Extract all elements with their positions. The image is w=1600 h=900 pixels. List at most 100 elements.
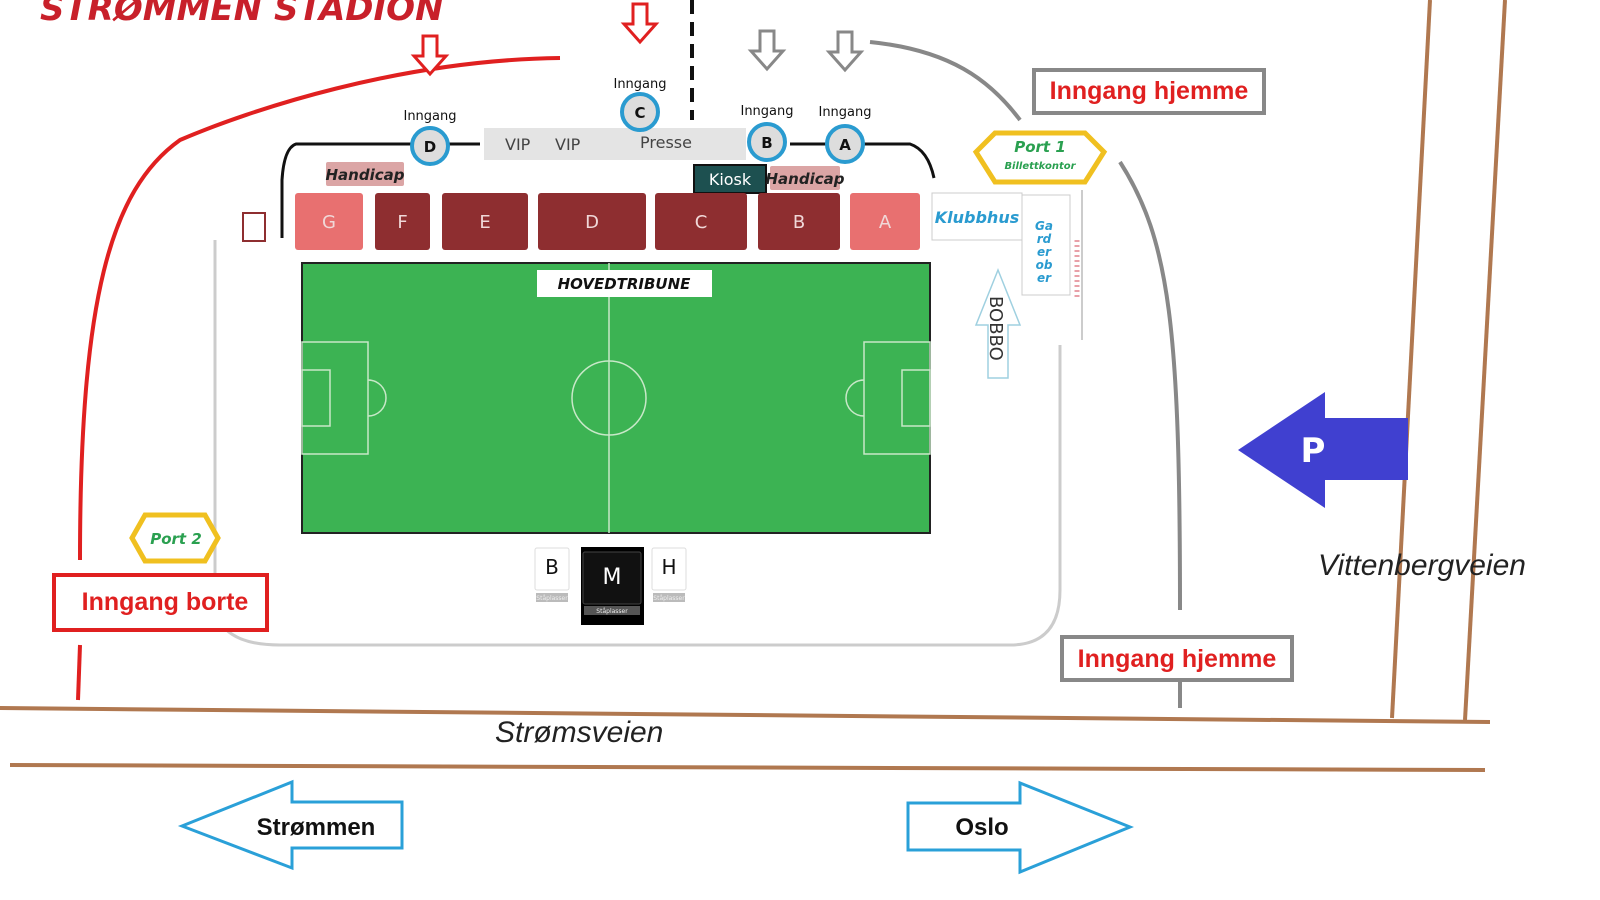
- garderober-label: ob: [1036, 258, 1053, 272]
- parking-label: P: [1301, 431, 1326, 471]
- entrance-arrow-icon: [825, 30, 865, 73]
- garderober-label: Ga: [1035, 219, 1053, 233]
- gate-letter: B: [761, 134, 772, 152]
- standing-caption-bg: [536, 593, 568, 602]
- garderober-label: er: [1037, 271, 1052, 285]
- main-stand-wall-right: [790, 142, 936, 179]
- gate-letter: D: [424, 138, 436, 156]
- seating-section-a: [850, 193, 920, 250]
- side-road-edge-left: [1390, 0, 1432, 719]
- direction-arrow-strommen-icon: [177, 779, 404, 871]
- penalty-arc-left: [367, 379, 387, 417]
- entrance-arrow-icon: [620, 2, 660, 45]
- seating-section-b: [758, 193, 840, 250]
- penalty-arc-right: [845, 379, 865, 417]
- gate-letter: C: [634, 104, 645, 122]
- standing-area-h: H Ståplasser: [651, 547, 687, 602]
- inngang-hjemme-top-label: Inngang hjemme: [1050, 77, 1249, 105]
- standing-letter: H: [661, 555, 676, 579]
- entrance-arrow-icon: [410, 34, 450, 77]
- standing-caption: Ståplasser: [653, 595, 685, 602]
- vip-press-bar: [484, 128, 746, 160]
- section-label: D: [585, 212, 599, 233]
- away-route-line-lower: [76, 644, 82, 701]
- handicap-area-left: [326, 162, 404, 186]
- section-label: A: [879, 212, 892, 233]
- standing-caption-bg: [584, 606, 640, 615]
- port-1-title: Port 1: [1014, 138, 1066, 156]
- port-1-subtitle: Billettkontor: [1004, 161, 1076, 172]
- kiosk: [693, 164, 767, 194]
- inngang-borte: [52, 573, 269, 632]
- port-2-hexagon: [129, 512, 221, 564]
- entrance-label: Inngang: [740, 104, 793, 119]
- field-label: HOVEDTRIBUNE: [558, 275, 692, 293]
- entrance-arrow-icon: [747, 29, 787, 72]
- standing-box: [534, 547, 570, 591]
- standing-area-m: M Ståplasser: [582, 551, 642, 615]
- section-label: B: [793, 212, 805, 233]
- seating-section-c: [655, 193, 747, 250]
- handicap-area-right: [770, 166, 840, 190]
- seating-section-e: [442, 193, 528, 250]
- inngang-borte-label: Inngang borte: [82, 588, 249, 616]
- center-circle: [571, 360, 647, 436]
- port-2-label: Port 2: [150, 530, 202, 548]
- standing-letter: B: [545, 555, 559, 579]
- seating-section-f: [375, 193, 430, 250]
- inngang-hjemme-top: [1032, 68, 1266, 115]
- road-label-vittenbergveien: Vittenbergveien: [1318, 549, 1526, 582]
- parking-arrow-icon: [1238, 392, 1408, 508]
- gate-marker: [620, 92, 660, 132]
- main-stand-wall-left: [280, 142, 480, 238]
- handicap-label-right: Handicap: [766, 170, 845, 188]
- home-route-line-right: [1118, 160, 1182, 611]
- klubbhus-label: Klubbhus: [935, 208, 1019, 227]
- home-route-line-top: [869, 40, 1022, 122]
- handicap-label-left: Handicap: [326, 166, 405, 184]
- standing-caption: Ståplasser: [596, 608, 628, 615]
- standing-caption-bg: [653, 593, 685, 602]
- side-road-edge-right: [1463, 0, 1507, 721]
- kiosk-label: Kiosk: [709, 170, 752, 189]
- standing-caption: Ståplasser: [536, 595, 568, 602]
- direction-label-oslo: Oslo: [955, 814, 1008, 841]
- garderober-label: rd: [1037, 232, 1052, 246]
- vip-label-2: VIP: [555, 135, 581, 154]
- garderober: [1021, 194, 1071, 296]
- gate-letter: A: [839, 136, 851, 154]
- port-1-hexagon: [972, 130, 1108, 185]
- inngang-hjemme-bottom-label: Inngang hjemme: [1078, 645, 1277, 673]
- pitch-surface: [301, 262, 931, 534]
- football-pitch: HOVEDTRIBUNE: [301, 262, 931, 534]
- direction-arrow-oslo-icon: [906, 780, 1134, 875]
- klubbhus: [931, 192, 1023, 241]
- field-label-box: [537, 270, 712, 297]
- standing-area-b: B Ståplasser: [534, 547, 570, 602]
- direction-label-strommen: Strømmen: [257, 814, 376, 841]
- inngang-hjemme-bottom: [1060, 635, 1294, 682]
- gate-marker: [410, 126, 450, 166]
- press-label: Presse: [640, 133, 692, 152]
- bobbo-label: BOBBO: [985, 296, 1006, 361]
- gate-marker: [747, 122, 787, 162]
- seating-section-d: [538, 193, 646, 250]
- gate-marker: [825, 124, 865, 164]
- map-title: STRØMMEN STADION: [40, 0, 444, 29]
- bobbo-arrow-icon: [974, 267, 1022, 379]
- road-label-stromsveien: Strømsveien: [495, 716, 663, 749]
- small-box: [242, 212, 266, 242]
- entrance-label: Inngang: [403, 109, 456, 124]
- garderober-label: er: [1037, 245, 1052, 259]
- goal-box-left: [301, 369, 331, 427]
- vip-label-1: VIP: [505, 135, 531, 154]
- standing-letter: M: [603, 565, 622, 590]
- section-label: G: [322, 212, 336, 233]
- seating-section-g: [295, 193, 363, 250]
- section-label: C: [695, 212, 708, 233]
- entrance-label: Inngang: [613, 77, 666, 92]
